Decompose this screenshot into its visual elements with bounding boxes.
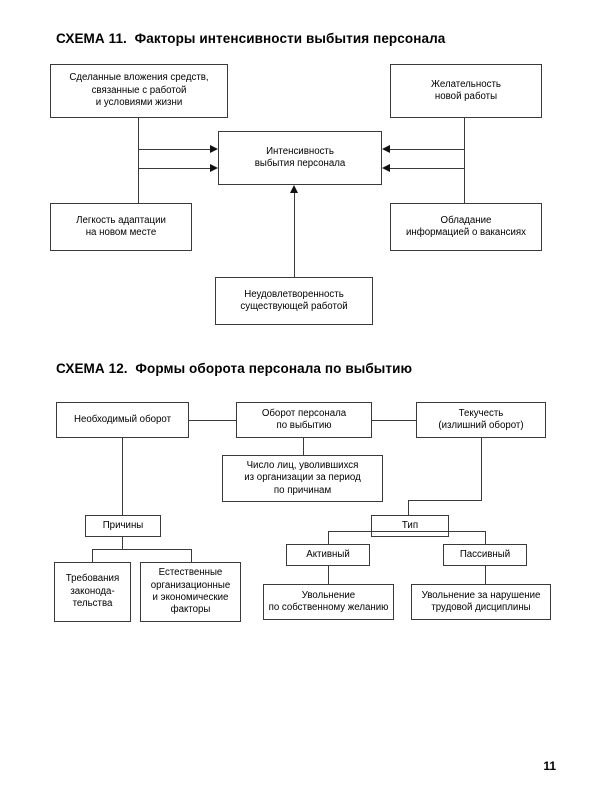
box-passive: Пассивный	[443, 544, 527, 566]
box-natural-factors: Естественные организационные и экономиче…	[140, 562, 241, 622]
connector-reasons-down	[122, 537, 123, 549]
page-number: 11	[543, 759, 556, 773]
arrow-dissatisfaction-to-center	[290, 185, 298, 193]
box-fluidity: Текучесть (излишний оборот)	[416, 402, 546, 438]
connector-left-spine	[138, 118, 139, 203]
schema-12-title: СХЕМА 12. Формы оборота персонала по выб…	[56, 361, 413, 376]
box-necessary-turnover: Необходимый оборот	[56, 402, 189, 438]
schema-11-title: СХЕМА 11. Факторы интенсивности выбытия …	[56, 31, 446, 46]
box-personnel-turnover: Оборот персонала по выбытию	[236, 402, 372, 438]
connector-personnel-to-count	[303, 438, 304, 455]
connector-dissatisfaction-to-center	[294, 193, 295, 277]
box-reasons: Причины	[85, 515, 161, 537]
connector-fluidity-to-type-horizontal	[408, 500, 482, 501]
connector-personnel-to-fluidity	[372, 420, 416, 421]
box-type: Тип	[371, 515, 449, 537]
arrow-desirability-to-center	[382, 145, 390, 153]
connector-right-spine	[464, 118, 465, 203]
connector-reasons-to-natural	[191, 549, 192, 562]
box-count-persons: Число лиц, уволившихся из организации за…	[222, 455, 383, 502]
connector-active-to-voluntary	[328, 566, 329, 584]
connector-reasons-branch	[92, 549, 192, 550]
arrow-adaptation-to-center	[210, 164, 218, 172]
box-voluntary-dismissal: Увольнение по собственному желанию	[263, 584, 394, 620]
connector-reasons-to-legislation	[92, 549, 93, 562]
box-vacancy-info: Обладание информацией о вакансиях	[390, 203, 542, 251]
box-adaptation: Легкость адаптации на новом месте	[50, 203, 192, 251]
connector-desirability-to-center	[390, 149, 464, 150]
connector-fluidity-down	[481, 438, 482, 500]
box-desirability: Желательность новой работы	[390, 64, 542, 118]
connector-type-stub	[408, 500, 409, 515]
connector-necessary-to-reasons	[122, 438, 123, 515]
connector-vacancy-to-center	[390, 168, 464, 169]
connector-type-to-passive	[485, 531, 486, 544]
box-legislation: Требования законода- тельства	[54, 562, 131, 622]
box-active: Активный	[286, 544, 370, 566]
connector-passive-to-discipline	[485, 566, 486, 584]
connector-adaptation-to-center	[138, 168, 210, 169]
box-dissatisfaction: Неудовлетворенность существующей работой	[215, 277, 373, 325]
box-discipline-dismissal: Увольнение за нарушение трудовой дисципл…	[411, 584, 551, 620]
arrow-investments-to-center	[210, 145, 218, 153]
connector-investments-to-center	[138, 149, 210, 150]
connector-necessary-to-personnel	[189, 420, 236, 421]
connector-type-to-active	[328, 531, 329, 544]
box-intensity-center: Интенсивность выбытия персонала	[218, 131, 382, 185]
connector-type-branch	[328, 531, 485, 532]
arrow-vacancy-to-center	[382, 164, 390, 172]
box-investments: Сделанные вложения средств, связанные с …	[50, 64, 228, 118]
